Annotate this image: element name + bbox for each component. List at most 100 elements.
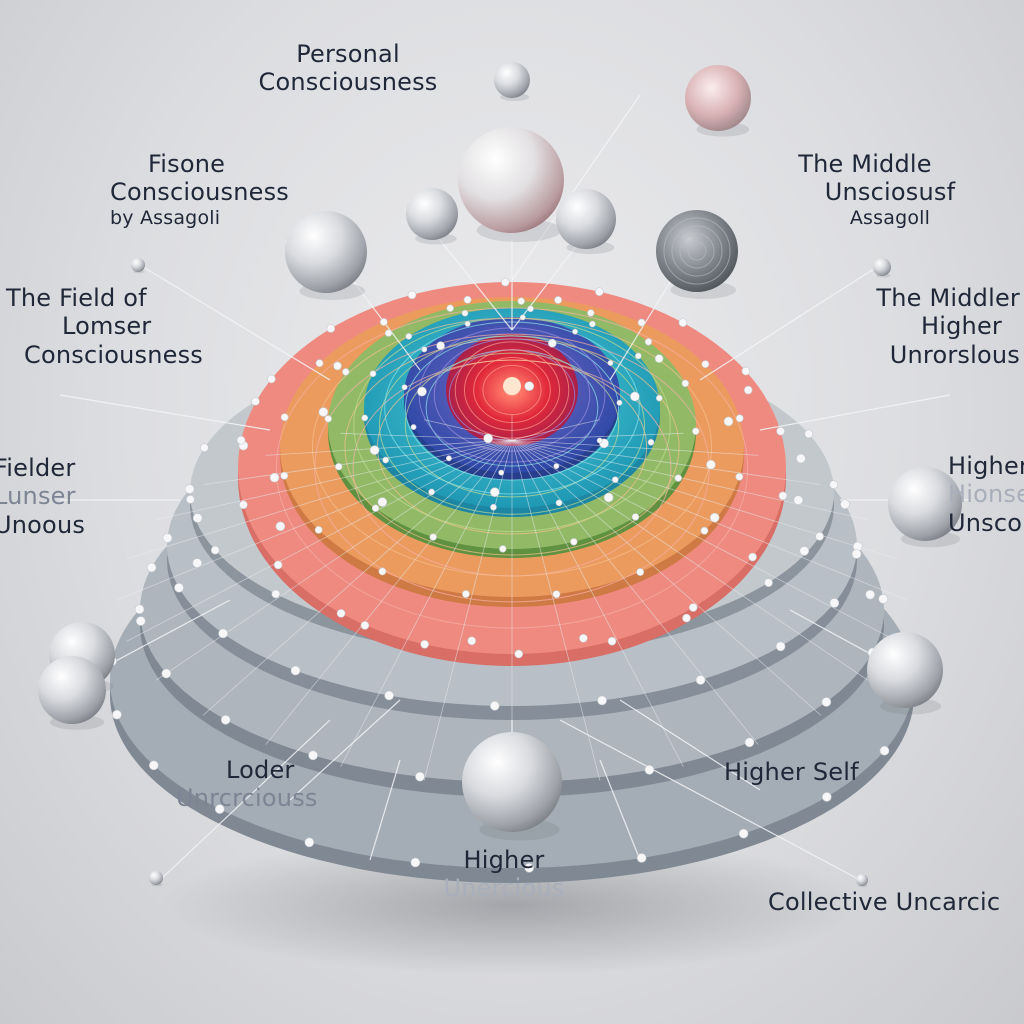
- node-dot: [462, 590, 470, 598]
- label-higher-bottom: Higher Unercious: [443, 846, 565, 903]
- node-dot: [336, 609, 346, 618]
- node-dot: [851, 549, 862, 559]
- node-dot: [498, 469, 505, 476]
- radial-spoke: [340, 439, 513, 767]
- node-dot: [793, 495, 804, 505]
- node-dot: [192, 513, 203, 523]
- node-dot: [865, 589, 875, 600]
- node-dot: [552, 590, 561, 599]
- node-dot: [738, 828, 749, 839]
- node-dot: [273, 560, 283, 570]
- node-dot: [524, 381, 535, 391]
- sphere-pattern-ring: [671, 225, 723, 277]
- radial-spoke: [511, 439, 898, 642]
- node-dot: [636, 853, 647, 863]
- sphere: [285, 211, 367, 293]
- node-dot: [616, 399, 623, 406]
- node-dot: [251, 397, 260, 406]
- sphere: [458, 127, 564, 233]
- radial-spoke: [511, 439, 869, 681]
- sphere-pattern-ring: [687, 241, 707, 261]
- node-dot: [436, 341, 445, 351]
- connector-line: [511, 94, 641, 281]
- node-dot: [829, 598, 840, 608]
- sphere: [494, 62, 530, 98]
- node-dot: [174, 582, 184, 593]
- node-dot: [597, 695, 607, 706]
- node-dot: [379, 318, 388, 326]
- node-dot: [735, 472, 744, 481]
- node-dot: [524, 863, 535, 873]
- node-dot: [324, 415, 332, 423]
- node-dot: [636, 568, 645, 576]
- node-dot: [682, 613, 691, 623]
- node-dot: [384, 329, 393, 337]
- node-dot: [361, 414, 369, 422]
- node-dot: [420, 639, 429, 649]
- node-dot: [384, 690, 394, 701]
- node-dot: [499, 545, 507, 553]
- node-dot: [134, 604, 145, 615]
- radial-spoke: [156, 439, 513, 521]
- node-dot: [829, 480, 838, 489]
- node-dot: [778, 491, 788, 501]
- sphere: [867, 632, 943, 708]
- node-dot: [735, 414, 744, 423]
- node-dot: [500, 277, 510, 287]
- node-dot: [655, 394, 663, 402]
- connector-line: [139, 264, 331, 381]
- label-loder-unconscious: Loder Unrcrciouss: [176, 756, 318, 813]
- node-dot: [489, 487, 500, 497]
- node-dot: [334, 462, 343, 471]
- node-dot: [405, 333, 413, 340]
- node-dots: [107, 277, 917, 873]
- sphere: [856, 874, 868, 886]
- node-dot: [607, 636, 617, 646]
- node-dot: [804, 429, 814, 439]
- node-dot: [149, 760, 159, 771]
- label-fielder: Fielder Lunser Unoous: [0, 454, 86, 539]
- label-field-of-lower-consciousness: The Field of Lomser Consciousness: [6, 284, 204, 369]
- node-dot: [637, 318, 646, 327]
- connector-line: [559, 719, 861, 881]
- node-dot: [587, 309, 595, 317]
- node-dot: [879, 745, 890, 756]
- node-dot: [647, 438, 655, 446]
- node-dot: [280, 413, 289, 422]
- node-dot: [706, 459, 716, 470]
- node-dot: [695, 675, 706, 685]
- radial-spoke: [155, 439, 513, 681]
- node-dot: [572, 328, 578, 335]
- node-dot: [371, 504, 380, 512]
- node-dot: [596, 437, 603, 444]
- node-dot: [446, 455, 452, 462]
- radial-spoke: [424, 419, 513, 441]
- node-dot: [527, 305, 534, 313]
- node-dot: [463, 295, 472, 304]
- node-dot: [415, 771, 425, 782]
- ground-shadow: [162, 835, 862, 975]
- node-dot: [555, 499, 563, 507]
- node-dot: [678, 318, 688, 327]
- node-dot: [644, 338, 653, 346]
- node-dot: [547, 338, 557, 348]
- radial-spoke: [265, 439, 513, 456]
- node-dot: [461, 309, 469, 317]
- sphere: [131, 258, 145, 272]
- node-dot: [428, 488, 435, 496]
- node-dot: [401, 384, 408, 391]
- node-dot: [744, 737, 755, 748]
- node-dot: [674, 474, 682, 482]
- connector-line: [599, 759, 641, 861]
- node-dot: [162, 533, 173, 543]
- connector-line: [759, 394, 951, 431]
- node-dot: [342, 368, 350, 376]
- sphere: [406, 188, 458, 240]
- label-higher-right: Higher Hionse Unscous: [948, 452, 1024, 537]
- node-dot: [723, 416, 734, 427]
- node-dot: [709, 512, 720, 523]
- node-dot: [377, 497, 388, 507]
- node-dot: [570, 538, 578, 546]
- node-dot: [200, 443, 209, 452]
